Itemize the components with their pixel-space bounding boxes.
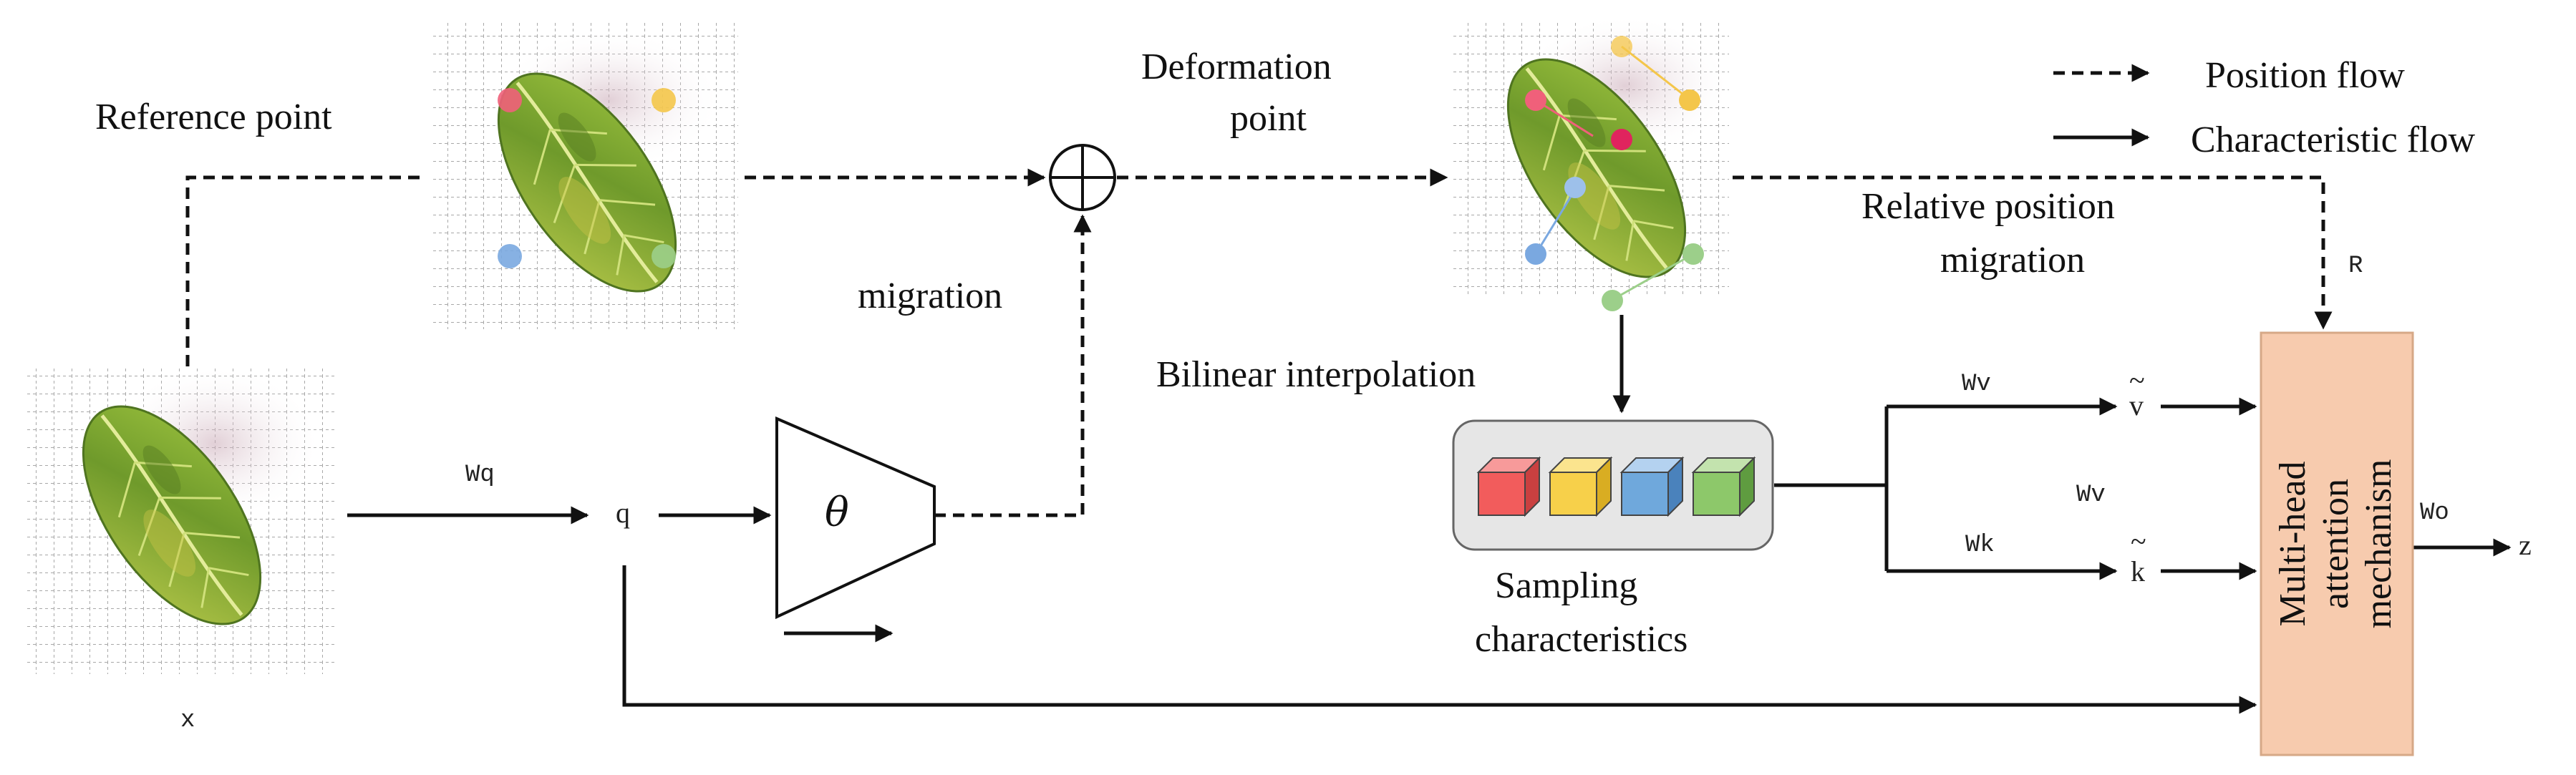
deformation-label-line1: Deformation	[1141, 47, 1332, 87]
relative-label-line1: Relative position	[1861, 186, 2115, 227]
position-flow-offset-to-sum	[934, 214, 1092, 517]
deformation-point-red-origin	[1525, 89, 1546, 111]
input-x-label: x	[180, 707, 195, 734]
deformation-point-blue	[1564, 177, 1586, 198]
flow-sampling-split	[1774, 406, 1889, 571]
reference-point-label: Reference point	[95, 97, 332, 137]
v-label: v	[2129, 389, 2144, 421]
deformation-leaf-image	[1453, 14, 1733, 311]
reference-point-red	[498, 88, 522, 112]
legend-position-flow-label: Position flow	[2205, 55, 2405, 96]
Wv-mid-label: Wv	[2076, 482, 2106, 509]
summation-node	[1049, 144, 1116, 211]
z-label: z	[2519, 529, 2532, 561]
sampling-label-line2: characteristics	[1475, 619, 1688, 660]
multi-head-attention-box: Multi-head attention mechanism	[2260, 331, 2414, 756]
reference-leaf-image	[432, 21, 738, 329]
sampling-box	[1452, 419, 1774, 551]
deformation-point-red	[1611, 129, 1632, 150]
deformation-point-yellow-origin	[1611, 36, 1632, 57]
sampling-label-line1: Sampling	[1495, 565, 1637, 606]
deformation-point-yellow	[1679, 89, 1700, 111]
relative-label-line2: migration	[1940, 240, 2085, 281]
v-tilde: ~	[2129, 364, 2145, 396]
cube-icon	[1476, 456, 1541, 517]
R-label: R	[2348, 253, 2363, 280]
k-label: k	[2131, 555, 2145, 588]
legend-characteristic-flow-label: Characteristic flow	[2191, 120, 2476, 160]
position-flow-relative-to-mha	[1733, 175, 2333, 330]
deformation-label-line2: point	[1230, 98, 1307, 139]
bilinear-label: Bilinear interpolation	[1156, 354, 1476, 395]
Wq-label: Wq	[465, 462, 495, 489]
legend: Position flow Characteristic flow	[2053, 55, 2476, 160]
theta-label: θ	[825, 489, 849, 536]
deformation-point-blue-origin	[1525, 243, 1546, 265]
k-tilde: ~	[2131, 525, 2146, 557]
mha-label-line1: Multi-head	[2272, 461, 2313, 626]
migration-label: migration	[858, 276, 1002, 316]
q-label: q	[616, 497, 630, 529]
input-leaf-image	[27, 365, 335, 674]
offset-network: θ	[775, 416, 936, 620]
reference-point-yellow	[652, 88, 676, 112]
Wv-top-label: Wv	[1962, 371, 1991, 398]
mha-label-line3: mechanism	[2358, 459, 2399, 629]
reference-point-green	[652, 244, 676, 268]
position-flow-x-to-reference	[185, 175, 426, 366]
Wo-label: Wo	[2420, 499, 2449, 527]
flow-q-to-mha	[622, 565, 2257, 714]
cube-icon	[1548, 456, 1613, 517]
cube-icon	[1619, 456, 1685, 517]
deformation-point-green	[1602, 290, 1623, 311]
deformation-point-green-origin	[1682, 243, 1704, 265]
cube-icon	[1691, 456, 1756, 517]
reference-point-blue	[498, 244, 522, 268]
mha-label-line2: attention	[2315, 479, 2356, 609]
Wk-label: Wk	[1965, 532, 1995, 559]
characteristic-flows	[347, 315, 2512, 714]
position-flows	[185, 168, 2333, 517]
